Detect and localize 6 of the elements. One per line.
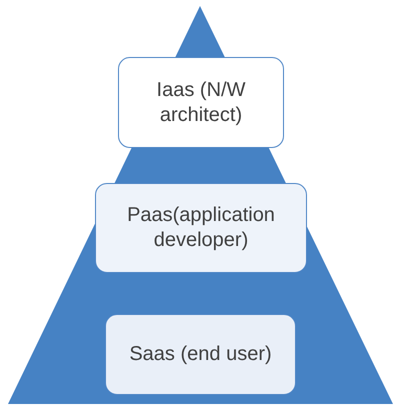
tier-box (105, 314, 296, 395)
tier-box (118, 57, 284, 148)
tier-box (95, 183, 307, 273)
tier-label: Iaas (N/W architect) (156, 78, 246, 128)
tier-label: Saas (end user) (129, 342, 272, 367)
tier-label: Paas(application developer) (126, 203, 276, 253)
